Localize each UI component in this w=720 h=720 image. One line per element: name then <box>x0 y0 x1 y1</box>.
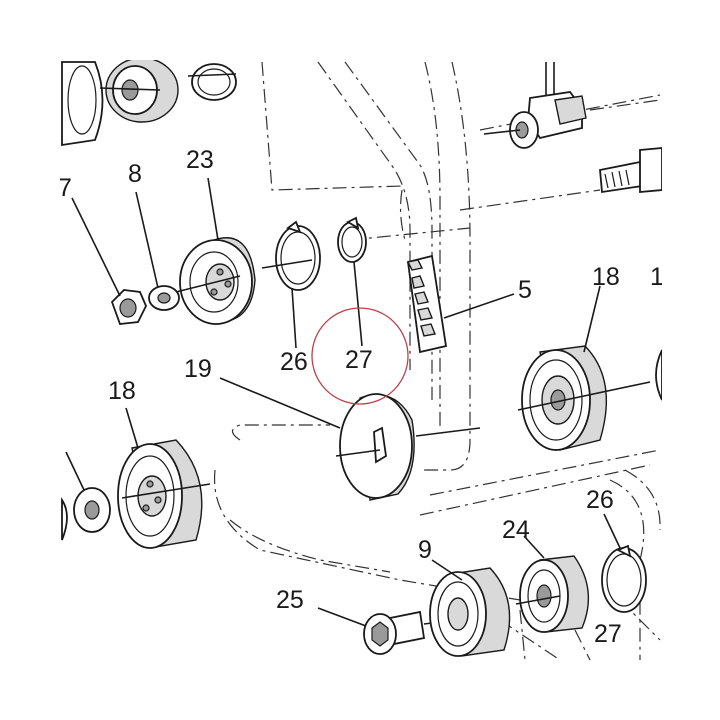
highlight-circle <box>311 307 409 405</box>
callout-19: 19 <box>184 355 212 383</box>
callout-labels: 7 8 23 26 27 5 18 1 19 18 9 24 26 25 27 <box>58 146 664 648</box>
part-18-sprocket-right <box>517 285 651 451</box>
part-8-washer <box>135 191 180 311</box>
callout-18-left: 18 <box>108 377 136 405</box>
callout-7: 7 <box>58 174 72 202</box>
callout-23: 23 <box>186 146 214 174</box>
part-23-idler-pulley <box>175 177 256 325</box>
part-19-disc <box>219 377 481 501</box>
callout-9: 9 <box>418 536 432 564</box>
left-washer <box>61 451 111 541</box>
part-7-nut <box>71 197 147 325</box>
callout-5: 5 <box>518 276 532 304</box>
top-left-pulley-partial <box>61 57 237 147</box>
callout-24: 24 <box>502 516 530 544</box>
callout-26-upper: 26 <box>280 348 308 376</box>
right-edge-partial-sprocket <box>655 349 663 401</box>
callout-27-lower: 27 <box>594 620 622 648</box>
callout-1: 1 <box>650 263 664 291</box>
part-24-bearing <box>515 535 590 633</box>
callout-18-right: 18 <box>592 263 620 291</box>
top-right-stud <box>483 62 587 149</box>
callout-26-lower: 26 <box>586 486 614 514</box>
part-9-pulley <box>429 559 511 657</box>
part-27-circlip-upper <box>337 216 367 347</box>
belt-outline-lines <box>213 61 661 661</box>
part-5-toothed-belt-segment <box>406 254 515 354</box>
part-18-sprocket-left <box>117 407 211 549</box>
part-26-circlip-upper <box>261 220 321 349</box>
part-26-circlip-lower <box>601 513 647 613</box>
right-long-bolt <box>599 147 663 194</box>
callout-27-upper: 27 <box>345 346 373 374</box>
part-25-flange-bolt <box>317 607 441 655</box>
callout-8: 8 <box>128 160 142 188</box>
callout-25: 25 <box>276 586 304 614</box>
